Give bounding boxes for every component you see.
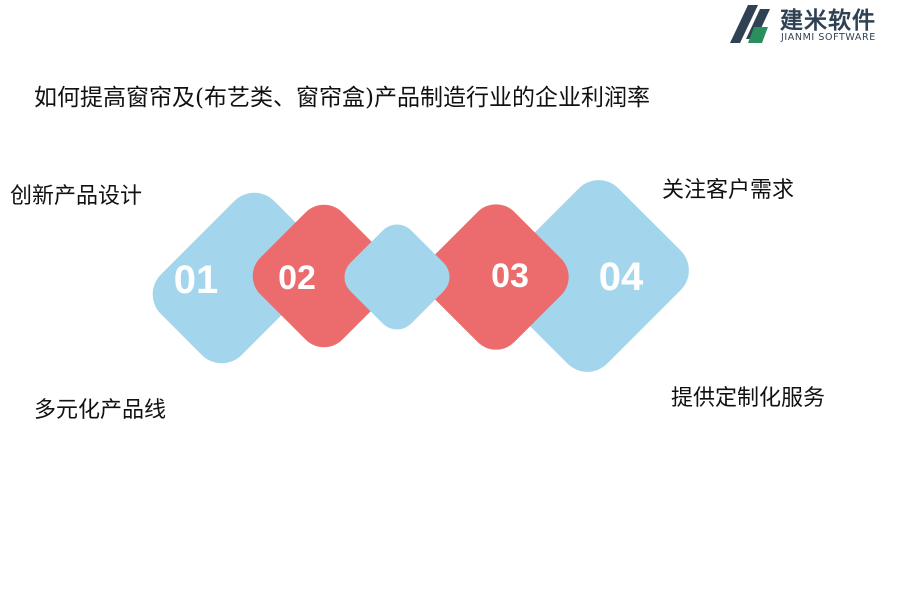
label-03: 关注客户需求 — [662, 178, 795, 203]
jianmi-logo-icon — [730, 5, 770, 43]
brand-logo: 建米软件 JIANMI SOFTWARE — [724, 0, 900, 48]
diamond-03-shape — [423, 204, 569, 350]
label-01: 创新产品设计 — [10, 184, 143, 209]
page-title: 如何提高窗帘及(布艺类、窗帘盒)产品制造行业的企业利润率 — [34, 85, 650, 111]
brand-name: 建米软件 — [780, 8, 876, 34]
diamond-01-shape — [152, 192, 324, 364]
brand-subtitle: JIANMI SOFTWARE — [781, 32, 876, 43]
diamond-02-shape — [252, 204, 396, 348]
label-04: 提供定制化服务 — [671, 386, 826, 411]
diamond-01-number: 01 — [174, 258, 219, 302]
diamond-02-number: 02 — [278, 259, 316, 297]
diamond-center-shape — [344, 224, 450, 330]
diamond-04-shape — [497, 180, 689, 372]
label-02: 多元化产品线 — [34, 398, 167, 423]
diamond-04-number: 04 — [599, 255, 644, 299]
diamond-03-number: 03 — [491, 257, 529, 295]
